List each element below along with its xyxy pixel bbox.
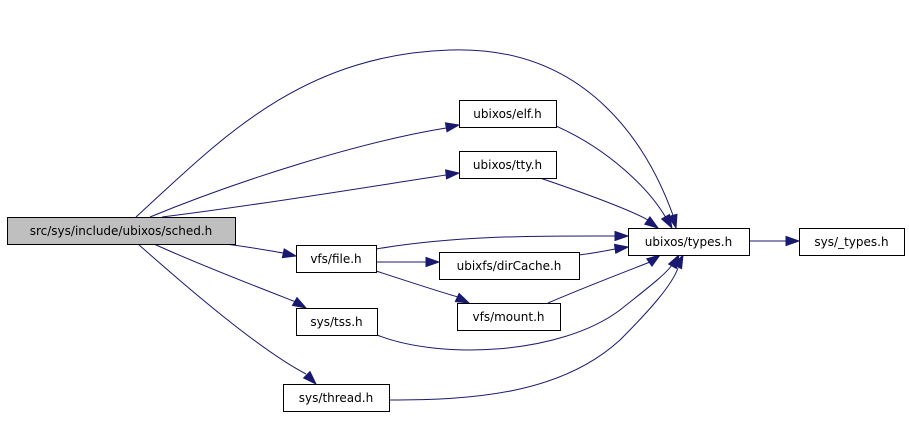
edge-file-to-mount bbox=[375, 270, 471, 304]
node-box bbox=[799, 228, 905, 256]
node-label: vfs/file.h bbox=[310, 252, 361, 266]
node-label: ubixos/elf.h bbox=[473, 107, 541, 121]
node-elf[interactable]: ubixos/elf.h bbox=[459, 100, 557, 128]
node-label: src/sys/include/ubixos/sched.h bbox=[30, 224, 213, 238]
node-label: ubixos/tty.h bbox=[473, 158, 542, 172]
node-file[interactable]: vfs/file.h bbox=[296, 245, 377, 273]
edge-thread-to-types bbox=[388, 253, 684, 401]
edge-sched-to-types bbox=[135, 49, 678, 230]
edge-line bbox=[224, 243, 284, 254]
node-dircache[interactable]: ubixfs/dirCache.h bbox=[439, 252, 580, 280]
edge-sched-to-tty bbox=[161, 169, 461, 218]
edge-line bbox=[388, 267, 679, 401]
node-box bbox=[283, 384, 390, 412]
edge-line bbox=[539, 177, 649, 221]
node-types[interactable]: ubixos/types.h bbox=[628, 228, 750, 256]
node-box bbox=[296, 308, 378, 336]
edge-dircache-to-types bbox=[578, 243, 630, 256]
edge-line bbox=[547, 261, 651, 304]
edge-line bbox=[153, 243, 297, 303]
node-thread[interactable]: sys/thread.h bbox=[283, 384, 390, 412]
edge-elf-to-types bbox=[555, 125, 673, 230]
arrowhead-icon bbox=[281, 248, 298, 259]
edge-line bbox=[149, 127, 447, 218]
node-mount[interactable]: vfs/mount.h bbox=[457, 303, 561, 331]
node-label: vfs/mount.h bbox=[473, 310, 545, 324]
edge-line bbox=[578, 248, 616, 256]
node-label: sys/thread.h bbox=[299, 391, 373, 405]
edge-file-to-dircache bbox=[376, 256, 441, 268]
arrowhead-icon bbox=[785, 235, 801, 247]
edge-line bbox=[137, 243, 307, 375]
edge-file-to-types bbox=[375, 230, 630, 250]
node-types[interactable]: sys/_types.h bbox=[799, 228, 905, 256]
node-box bbox=[457, 303, 561, 331]
edge-sched-to-elf bbox=[149, 122, 461, 218]
arrowhead-icon bbox=[302, 370, 318, 386]
edge-sched-to-tss bbox=[153, 243, 308, 309]
edge-mount-to-types bbox=[547, 254, 662, 304]
edge-line bbox=[376, 264, 673, 351]
arrowhead-icon bbox=[291, 296, 308, 309]
edge-tty-to-types bbox=[539, 177, 660, 229]
node-label: ubixos/types.h bbox=[645, 235, 732, 249]
nodes: src/sys/include/ubixos/sched.h ubixos/elf… bbox=[7, 100, 905, 412]
arrowhead-icon bbox=[445, 169, 461, 180]
edges bbox=[135, 49, 801, 401]
node-box bbox=[7, 217, 236, 245]
arrowhead-icon bbox=[613, 243, 630, 255]
edge-line bbox=[375, 270, 459, 298]
arrowhead-icon bbox=[614, 230, 630, 242]
arrowhead-icon bbox=[454, 292, 471, 304]
node-label: ubixfs/dirCache.h bbox=[457, 259, 562, 273]
node-box bbox=[459, 151, 557, 179]
node-tss[interactable]: sys/tss.h bbox=[296, 308, 378, 336]
arrowhead-icon bbox=[672, 253, 684, 270]
node-box bbox=[439, 252, 580, 280]
edge-line bbox=[135, 49, 675, 219]
edge-sched-to-file bbox=[224, 243, 298, 259]
edge-line bbox=[375, 235, 616, 250]
arrowhead-icon bbox=[444, 122, 461, 133]
arrowhead-icon bbox=[425, 256, 441, 268]
node-box bbox=[296, 245, 377, 273]
node-tty[interactable]: ubixos/tty.h bbox=[459, 151, 557, 179]
edge-line bbox=[555, 125, 667, 219]
node-sched: src/sys/include/ubixos/sched.h bbox=[7, 217, 236, 245]
edge-types-to-_types bbox=[749, 235, 801, 247]
edge-sched-to-thread bbox=[137, 243, 318, 386]
node-box bbox=[459, 100, 557, 128]
node-box bbox=[628, 228, 750, 256]
edge-line bbox=[161, 174, 447, 218]
node-label: sys/_types.h bbox=[814, 235, 888, 249]
node-label: sys/tss.h bbox=[310, 315, 362, 329]
arrowhead-icon bbox=[660, 213, 673, 230]
arrowhead-icon bbox=[645, 254, 662, 268]
arrowhead-icon bbox=[643, 215, 660, 229]
